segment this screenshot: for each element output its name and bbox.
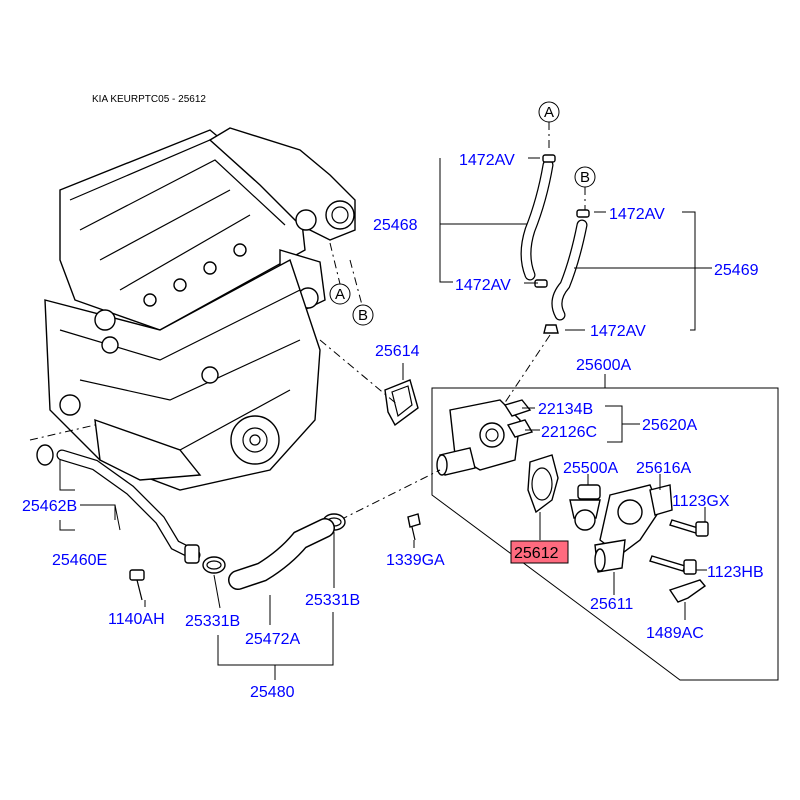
engine-illustration [44,127,356,491]
label-1472av-1: 1472AV [459,152,515,169]
label-25469: 25469 [714,262,759,279]
label-25460e: 25460E [52,552,107,569]
callout-b-letter: B [358,307,368,324]
label-25472a: 25472A [245,631,300,648]
bolt-1123gx [669,519,709,537]
gasket-25614 [384,379,419,427]
label-25468: 25468 [373,217,418,234]
label-1123gx: 1123GX [672,493,730,510]
label-25614: 25614 [375,343,420,360]
callout-a-top: A [538,101,560,123]
label-1123hb: 1123HB [707,564,764,581]
callout-a-engine: A [329,283,351,305]
gasket-25612 [527,454,559,514]
label-1339ga: 1339GA [386,552,445,569]
label-25500a: 25500A [563,460,618,477]
label-25331b-2: 25331B [305,592,360,609]
highlight-25612 [510,540,569,564]
diagram-title: KIA KEURPTC05 - 25612 [92,94,206,105]
bolt-1140ah [129,569,145,601]
bolt-1123hb [649,555,697,575]
svg-text:A: A [544,104,554,121]
label-1472av-3: 1472AV [455,277,511,294]
thermostat-25500a [569,484,601,531]
callout-b-engine: B [352,304,374,326]
bolt-1339ga [407,513,421,541]
water-inlet-25611 [594,484,673,573]
label-1472av-2: 1472AV [609,206,665,223]
clamp-25331b-lower [202,556,226,574]
label-22126c: 22126C [541,424,597,441]
label-1472av-4: 1472AV [590,323,646,340]
label-25620a: 25620A [642,417,697,434]
svg-text:B: B [580,169,590,186]
label-25611: 25611 [590,596,633,613]
label-25600a: 25600A [576,357,631,374]
label-25462b: 25462B [22,498,77,515]
label-25612: 25612 [514,545,559,562]
bracket-1489ac [668,579,707,603]
thermostat-housing [436,399,534,476]
label-1489ac: 1489AC [646,625,704,642]
label-22134b: 22134B [538,401,593,418]
label-25480: 25480 [250,684,295,701]
label-1140ah: 1140AH [108,611,165,628]
callout-a-letter: A [335,286,345,303]
o-ring-25462b [36,444,54,466]
callout-b-top: B [574,166,596,188]
assembly-frame [431,387,779,681]
label-25616a: 25616A [636,460,691,477]
label-25331b-1: 25331B [185,613,240,630]
